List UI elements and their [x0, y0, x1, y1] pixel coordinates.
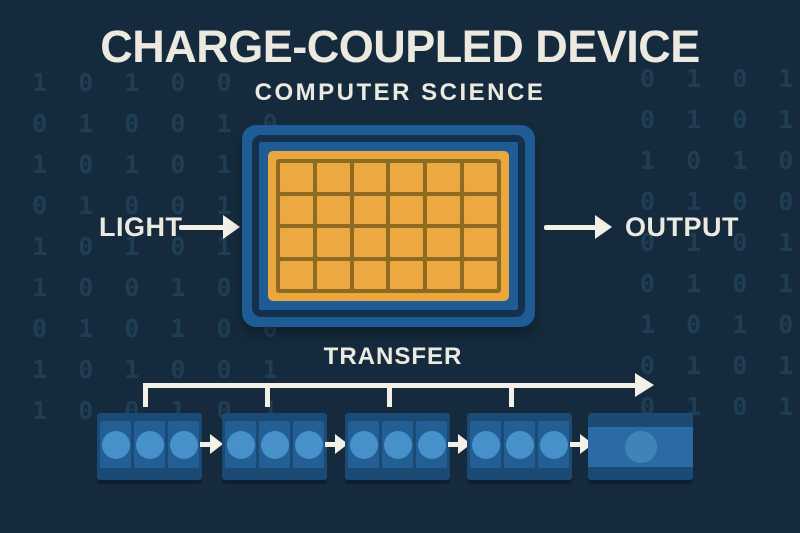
photosite-cell — [390, 260, 424, 289]
arrow-shaft — [200, 442, 212, 447]
binary-row: 0 1 0 1 0 0 1 — [0, 355, 286, 384]
register-box — [588, 413, 693, 480]
register-cell — [259, 421, 290, 468]
register-cell — [348, 421, 379, 468]
transfer-label: TRANSFER — [323, 343, 463, 370]
arrow-head — [223, 215, 240, 239]
sensor-inner-ring — [252, 135, 525, 317]
page-title: CHARGE-COUPLED DEVICE — [100, 21, 700, 72]
photosite-cell — [280, 163, 313, 192]
ccd-sensor — [242, 125, 535, 327]
binary-row: 1 0 1 0 0 1 0 — [0, 109, 286, 138]
binary-row: 1 0 1 0 1 0 0 — [0, 314, 286, 343]
sensor-grid — [276, 159, 501, 293]
photosite-cell — [316, 163, 350, 192]
charge-dot — [471, 430, 500, 459]
charge-dot — [260, 430, 289, 459]
register-cell — [382, 421, 413, 468]
shift-arrow-icon — [325, 432, 349, 457]
binary-row: 1 0 1 0 0 0 — [640, 146, 800, 175]
photosite-cell — [427, 228, 461, 257]
bracket-tick — [265, 383, 270, 407]
photosite-cell — [316, 228, 350, 257]
photosite-cell — [390, 163, 424, 192]
arrow-shaft — [448, 442, 460, 447]
photosite-cell — [280, 195, 313, 224]
register-cell — [504, 421, 535, 468]
bracket-tick — [509, 383, 514, 407]
page-subtitle: COMPUTER SCIENCE — [254, 79, 546, 106]
binary-row: 1 0 1 0 1 0 — [640, 310, 800, 339]
light-arrow-icon — [179, 215, 240, 240]
arrow-shaft — [570, 442, 582, 447]
output-arrow-icon — [544, 215, 612, 240]
register-cell — [168, 421, 199, 468]
register-box — [222, 413, 327, 480]
binary-row: 0 1 0 0 1 0 — [0, 273, 240, 302]
charge-dot — [226, 430, 255, 459]
photosite-cell — [464, 163, 497, 192]
register-cell — [134, 421, 165, 468]
register-box — [467, 413, 572, 480]
register-cell — [416, 421, 447, 468]
charge-dot — [383, 430, 412, 459]
charge-dot — [294, 430, 323, 459]
register-box — [97, 413, 202, 480]
light-label: LIGHT — [99, 212, 183, 242]
register-cell — [470, 421, 501, 468]
photosite-cell — [427, 260, 461, 289]
photosite-cell — [464, 195, 497, 224]
photosite-cell — [464, 228, 497, 257]
bracket-tick — [387, 383, 392, 407]
register-cell — [293, 421, 324, 468]
arrow-head — [210, 434, 223, 454]
charge-dot — [539, 430, 568, 459]
charge-dot — [169, 430, 198, 459]
charge-dot — [505, 430, 534, 459]
register-cells — [348, 421, 447, 468]
charge-dot — [101, 430, 130, 459]
sensor-photosite-panel — [268, 151, 509, 301]
arrow-shaft — [325, 442, 337, 447]
binary-row: 0 1 0 1 0 1 — [640, 351, 800, 380]
photosite-cell — [353, 228, 387, 257]
bracket-tick — [143, 383, 148, 407]
photosite-cell — [353, 260, 387, 289]
register-cell — [588, 427, 693, 467]
photosite-cell — [390, 228, 424, 257]
arrow-shaft — [544, 225, 597, 230]
register-cells — [100, 421, 199, 468]
arrow-head — [635, 373, 654, 397]
shift-arrow-icon — [200, 432, 224, 457]
binary-row: 0 1 0 1 0 1 0 — [0, 150, 286, 179]
register-cell — [538, 421, 569, 468]
register-cell — [100, 421, 131, 468]
transfer-bracket-arrow — [143, 373, 655, 411]
photosite-cell — [390, 195, 424, 224]
photosite-cell — [427, 195, 461, 224]
photosite-cell — [316, 195, 350, 224]
register-cell — [225, 421, 256, 468]
photosite-cell — [316, 260, 350, 289]
photosite-cell — [464, 260, 497, 289]
photosite-cell — [353, 163, 387, 192]
output-label: OUTPUT — [625, 212, 739, 242]
arrow-head — [595, 215, 612, 239]
charge-dot — [417, 430, 446, 459]
arrow-shaft — [179, 225, 225, 230]
binary-row: 0 1 0 1 0 1 0 — [640, 269, 800, 298]
photosite-cell — [280, 260, 313, 289]
photosite-cell — [280, 228, 313, 257]
photosite-cell — [427, 163, 461, 192]
register-box — [345, 413, 450, 480]
register-cells — [470, 421, 569, 468]
arrow-head — [335, 434, 348, 454]
charge-dot — [624, 431, 657, 463]
charge-dot — [349, 430, 378, 459]
register-cells — [225, 421, 324, 468]
photosite-cell — [353, 195, 387, 224]
charge-dot — [135, 430, 164, 459]
